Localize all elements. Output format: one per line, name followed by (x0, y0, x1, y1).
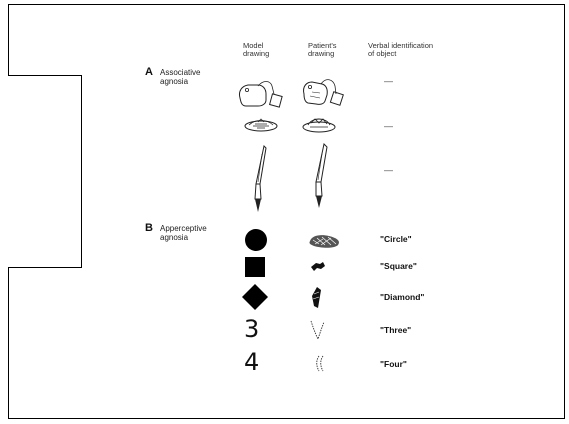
section-b-title: Apperceptive agnosia (160, 224, 207, 242)
patient-boat-icon (302, 118, 336, 133)
verbal-boat: — (384, 121, 393, 131)
header-verbal-identification: Verbal identification of object (368, 41, 434, 58)
patient-tag-icon (303, 79, 344, 106)
model-diamond-shape (242, 284, 268, 310)
verbal-four: "Four" (380, 359, 407, 369)
slide-frame (8, 4, 565, 419)
verbal-diamond: "Diamond" (380, 292, 425, 302)
header-model-drawing: Model drawing (243, 41, 270, 58)
left-side-box (8, 75, 82, 268)
patient-three-scribble (310, 320, 325, 341)
verbal-tag: — (384, 76, 393, 86)
verbal-square: "Square" (380, 261, 417, 271)
verbal-pen: — (384, 165, 393, 175)
section-b-letter: B (145, 222, 153, 234)
model-digit-three: 3 (244, 315, 260, 343)
patient-diamond-scribble (312, 287, 321, 308)
verbal-three: "Three" (380, 325, 412, 335)
header-patient-drawing: Patient's drawing (308, 41, 337, 58)
patient-pen-icon (315, 142, 328, 208)
model-boat-icon (244, 118, 278, 132)
model-circle-shape (245, 229, 267, 251)
section-a-letter: A (145, 66, 153, 78)
verbal-circle: "Circle" (380, 234, 412, 244)
patient-circle-scribble (309, 235, 339, 248)
model-tag-icon (239, 81, 283, 108)
model-digit-four: 4 (244, 348, 260, 376)
model-square-shape (245, 257, 265, 277)
patient-four-scribble (316, 355, 324, 372)
patient-square-scribble (311, 262, 325, 271)
section-a-title: Associative agnosia (160, 68, 201, 86)
model-pen-icon (254, 144, 267, 212)
